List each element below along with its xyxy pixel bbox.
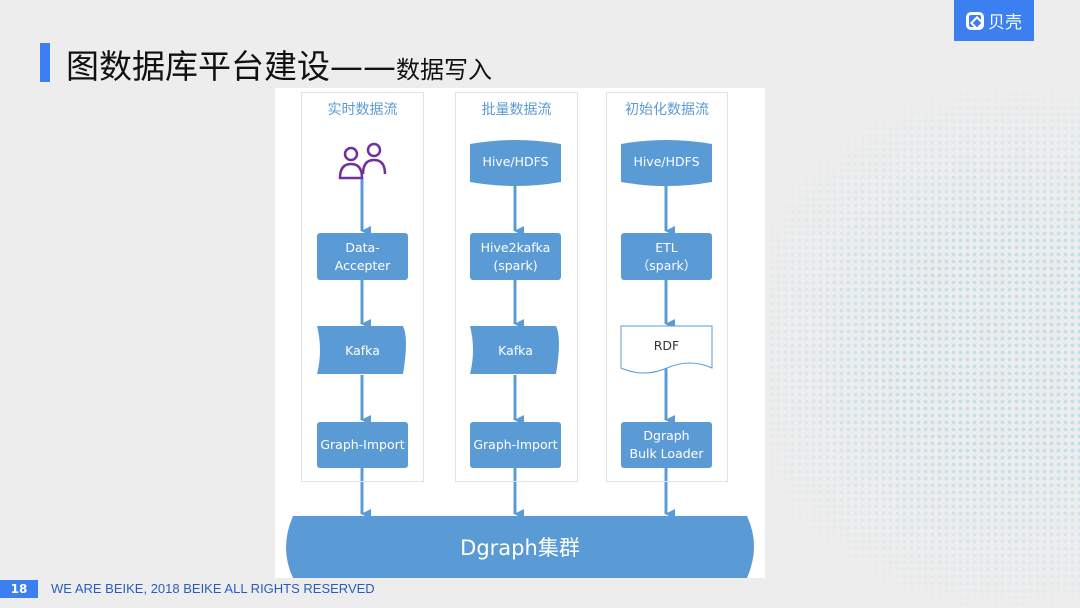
title-sub: 数据写入 [396, 56, 492, 84]
footer-text: WE ARE BEIKE, 2018 BEIKE ALL RIGHTS RESE… [51, 581, 375, 596]
hive-hdfs-node: Hive/HDFS [482, 154, 549, 169]
users-icon [338, 142, 387, 180]
kafka-node: Kafka [345, 343, 380, 358]
dgraph-cluster-label: Dgraph集群 [460, 536, 580, 560]
diagram-shapes [286, 140, 754, 578]
kafka-node: Kafka [498, 343, 533, 358]
hive-cylinders [470, 140, 712, 186]
dgraph-cluster-cylinder [286, 516, 754, 578]
logo-text: 贝壳 [988, 13, 1022, 33]
column-init: 初始化数据流 [606, 92, 728, 482]
page-number: 18 [0, 580, 38, 598]
beike-logo: 贝壳 [954, 0, 1034, 41]
column-batch: 批量数据流 [455, 92, 578, 482]
column-realtime: 实时数据流 [301, 92, 424, 482]
column-header: 批量数据流 [481, 102, 552, 118]
logo-icon [966, 11, 984, 30]
rdf-document [620, 325, 713, 374]
bulk-loader-node: Dgraph Bulk Loader [621, 422, 712, 468]
column-header: 实时数据流 [327, 102, 398, 118]
graph-import-node: Graph-Import [317, 422, 408, 468]
data-accepter-node: Data- Accepter [317, 233, 408, 280]
slide-title: 图数据库平台建设——数据写入 [66, 40, 492, 88]
hive2kafka-node: Hive2kafka (spark) [470, 233, 561, 280]
rdf-node: RDF [653, 338, 680, 353]
etl-node: ETL （spark） [621, 233, 712, 280]
kafka-queues [317, 326, 559, 374]
column-header: 初始化数据流 [625, 102, 709, 118]
dot-pattern-decoration [740, 90, 1080, 608]
title-accent-bar [40, 43, 50, 82]
graph-import-node: Graph-Import [470, 422, 561, 468]
hive-hdfs-node: Hive/HDFS [633, 154, 700, 169]
title-main: 图数据库平台建设—— [66, 47, 396, 86]
diagram: 实时数据流 批量数据流 初始化数据流 Hive/HDFS Hive/HDFS D… [275, 88, 765, 578]
